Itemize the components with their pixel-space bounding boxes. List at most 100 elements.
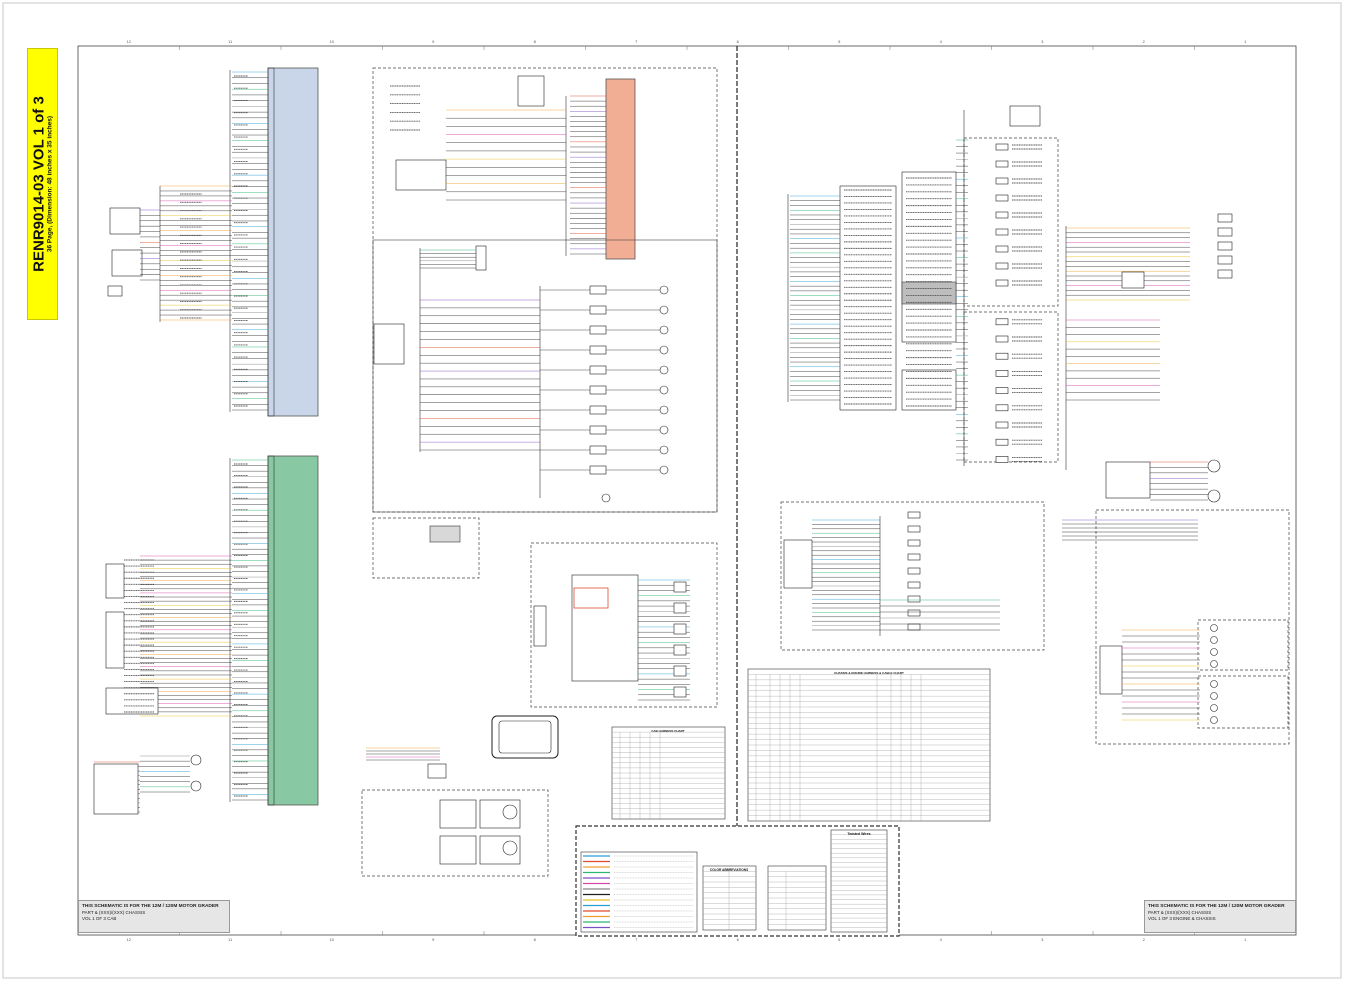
cab-controller-panel-green [267,455,319,806]
cab-harness-title: CAB HARNESS CHART [651,729,685,733]
group-box-cab-bottom [361,789,549,877]
chassis-right-relay [1121,271,1145,289]
chassis-sensor-connector [995,211,1009,219]
cab-bottom-box-c [439,835,477,865]
cab-lamp [659,385,669,395]
connector-cab-left-side [373,323,405,365]
grid-tick-bottom: 3 [1041,937,1044,942]
chassis-lamp-a [1207,459,1221,473]
chassis-far-right-connector [1217,213,1233,223]
chassis-mid-connector [783,539,813,589]
cab-bottom-motor-a [502,804,518,820]
cab-lamp [659,465,669,475]
chassis-sensor-connector [995,352,1009,360]
chassis-light-b [1210,704,1218,712]
cab-lamp-connector [589,365,607,375]
grid-tick-top: 1 [1244,39,1247,44]
chassis-light-a [1210,636,1218,644]
document-title: RENR9014-03 VOL 1 of 3 36 Page, (Dimensi… [30,96,54,272]
chassis-mid-device [907,539,921,547]
blue-panel-pin-strip [267,67,275,417]
left-bottom-lamp-b [190,780,202,792]
chassis-harness-block-a [839,185,897,411]
chassis-lamp-connector-block [1105,461,1151,499]
cab-lamp-connector [589,345,607,355]
grid-tick-bottom: 6 [737,937,740,942]
cab-monitor-display [491,715,559,759]
chassis-far-right-connector [1217,241,1233,251]
chassis-sensor-connector [995,335,1009,343]
chassis-sensor-connector [995,143,1009,151]
note-right-line2: PART & (XXX)/(XXX) CHASSIS [1148,910,1212,915]
switch-panel-input-connector [533,605,547,647]
note-left-line3: VOL 1 OF 3 CAB [82,916,117,921]
cab-lamp-connector [589,465,607,475]
connector-left-upper-a [109,207,141,235]
group-box-cab-switches [530,542,718,708]
chassis-light-a [1210,648,1218,656]
grid-tick-bottom: 2 [1143,937,1146,942]
cab-lamp-connector [589,425,607,435]
chassis-sensor-connector [995,262,1009,270]
document-title-subtitle: 36 Page, (Dimension: 48 inches x 35 inch… [46,115,53,253]
connector-cab-top-a [395,159,447,191]
cab-horn [601,493,611,503]
wire-legend-table [580,851,698,933]
cab-lamp [659,325,669,335]
chassis-harness-block-c [901,369,957,411]
chassis-sensor-connector [995,438,1009,446]
schematic-note-left: THIS SCHEMATIC IS FOR THE 12M / 120M MOT… [78,900,230,933]
chassis-harness-block-b [901,171,957,343]
chassis-light-b [1210,692,1218,700]
switch-connector [673,644,687,656]
grid-tick-bottom: 5 [838,937,841,942]
cab-module-panel-salmon [605,78,636,260]
chassis-sensor-connector [995,194,1009,202]
document-title-banner: RENR9014-03 VOL 1 of 3 36 Page, (Dimensi… [27,48,58,320]
chassis-mid-device [907,623,921,631]
grid-tick-bottom: 11 [228,937,233,942]
note-left-line1: THIS SCHEMATIC IS FOR THE 12M / 120M MOT… [82,904,219,909]
chassis-sensor-connector [995,370,1009,377]
chassis-sensor-connector [995,279,1009,287]
chassis-far-right-connector [1217,255,1233,265]
chassis-top-connector [1009,105,1041,127]
grid-tick-top: 8 [534,39,537,44]
left-bottom-lamp-a [190,754,202,766]
chassis-mid-device [907,525,921,533]
switch-connector [673,665,687,677]
cab-controller-panel-blue [267,67,319,417]
grid-tick-top: 6 [737,39,740,44]
grid-tick-bottom: 10 [330,937,335,942]
chassis-light-b [1210,680,1218,688]
wiring-layer [93,70,1233,929]
cab-bottom-box-a [439,799,477,829]
schematic-note-right: THIS SCHEMATIC IS FOR THE 12M / 120M MOT… [1144,900,1296,933]
chassis-lower-right-connector [1099,645,1123,695]
cab-lamp [659,365,669,375]
note-left-line2: PART & (XXX)/(XXX) CHASSIS [82,910,146,915]
document-title-main: RENR9014-03 VOL 1 of 3 [30,96,47,272]
note-right-line1: THIS SCHEMATIC IS FOR THE 12M / 120M MOT… [1148,904,1285,909]
grid-tick-top: 2 [1143,39,1146,44]
cab-lamp-connector [589,385,607,395]
chassis-mid-device [907,609,921,617]
twisted-wires-title: Twisted Wires [847,832,870,836]
cab-lamp [659,345,669,355]
chassis-sensor-connector [995,387,1009,394]
chassis-mid-device [907,567,921,575]
grid-tick-bottom: 4 [940,937,943,942]
chassis-sensor-connector [995,456,1009,463]
connector-cab-mid-main [475,245,487,271]
switch-connector [673,686,687,698]
chassis-sensor-connector [995,421,1009,429]
cab-lamp [659,445,669,455]
connector-left-lower-a [105,563,125,599]
chassis-sensor-connector [995,318,1009,326]
switch-panel-red-loop [573,587,609,609]
grid-tick-top: 10 [330,39,335,44]
group-box-chassis-mid [780,501,1045,651]
grid-tick-top: 7 [635,39,638,44]
group-box-chassis-lower-right [1095,509,1290,745]
